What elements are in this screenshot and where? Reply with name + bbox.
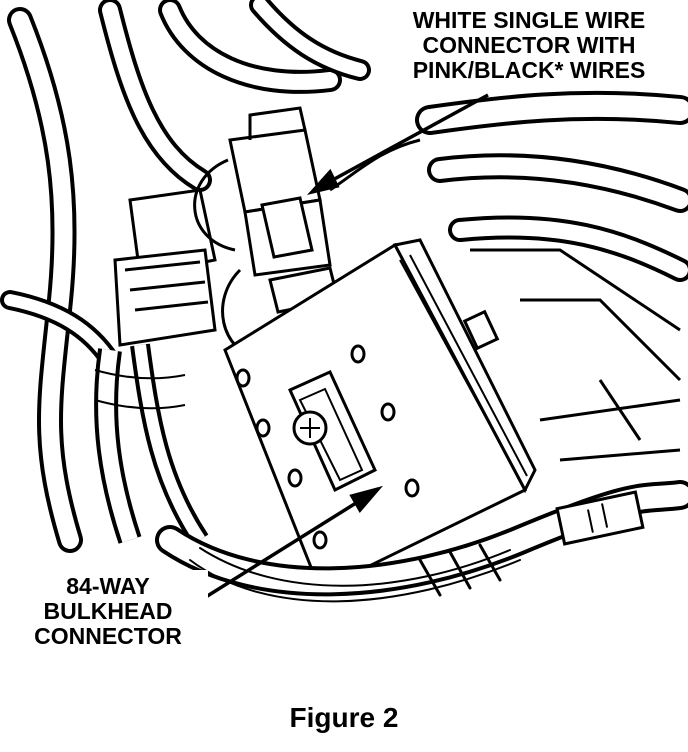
bulkhead-connector-body [223,238,537,593]
background-wiring [0,0,688,553]
bottom-arrowhead [349,485,384,514]
lower-harness [155,480,688,603]
callout-line: WHITE SINGLE WIRE [412,7,646,33]
callout-line: 84-WAY [66,573,150,599]
callout-line: PINK/BLACK* WIRES [412,56,646,83]
body-panel [470,248,682,462]
callout-white-single-wire-connector: WHITE SINGLE WIRE CONNECTOR WITH PINK/BL… [384,6,674,89]
leader-arrows [184,93,489,612]
figure-caption: Figure 2 [289,702,399,733]
callout-line: BULKHEAD [43,597,173,624]
callout-line: CONNECTOR [34,622,182,649]
top-arrowhead [306,168,340,196]
callout-line: CONNECTOR WITH [422,31,636,58]
callout-84-way-bulkhead-connector: 84-WAY BULKHEAD CONNECTOR [8,570,208,653]
